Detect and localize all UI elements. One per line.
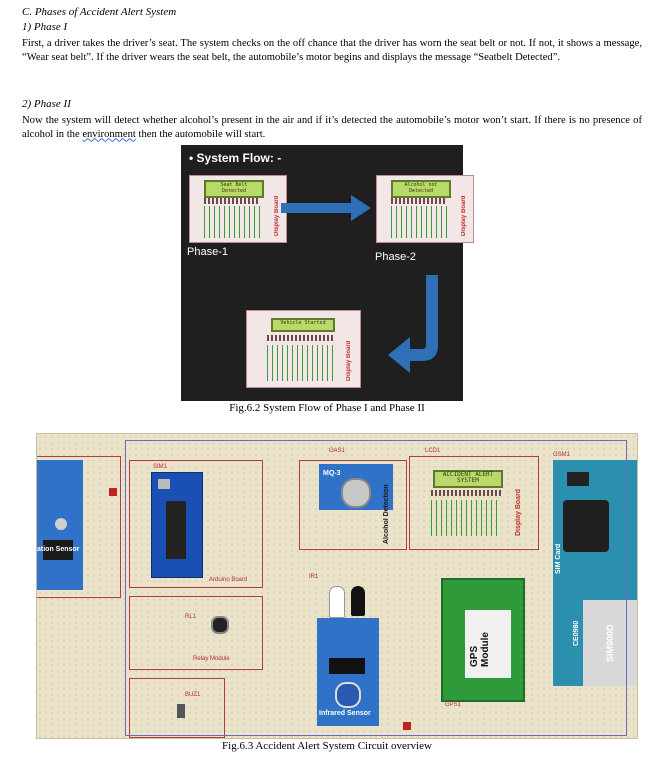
wires xyxy=(391,206,447,238)
arrow-right-shaft xyxy=(281,203,351,213)
phase3-lcd: Vehicle Started xyxy=(271,318,335,332)
display-board-label: Display Board xyxy=(274,195,280,236)
figure1-caption: Fig.6.2 System Flow of Phase I and Phase… xyxy=(229,402,425,414)
arduino-block xyxy=(129,460,263,588)
gsm-module-board xyxy=(553,460,637,686)
gps-module-board xyxy=(441,578,525,702)
buzzer-block xyxy=(129,678,225,738)
sim900-label: SIM900D xyxy=(605,624,615,662)
ir-sensor-board xyxy=(317,618,379,726)
ce-label: CE0980 xyxy=(573,620,580,646)
system-flow-figure: • System Flow: - Seat Belt Detected Disp… xyxy=(181,145,474,401)
lcd-pins xyxy=(391,198,447,204)
section-heading: C. Phases of Accident Alert System xyxy=(22,6,177,18)
relay-label: Relay Module xyxy=(193,656,230,662)
phase1-label: Phase-1 xyxy=(187,246,228,258)
display-board-label: Display Board xyxy=(346,340,352,381)
buzzer-ref: BUZ1 xyxy=(185,692,201,698)
circuit-figure: ation Sensor SIM1 Arduino Board GAS1 MQ-… xyxy=(36,433,638,739)
display-board-label: Display Board xyxy=(515,488,522,536)
gas-sensor-block xyxy=(299,460,407,550)
infrared-label: Infrared Sensor xyxy=(319,710,371,717)
lcd1-label: LCD1 xyxy=(425,448,441,454)
terminal-icon xyxy=(109,488,117,496)
gps1-label: GPS1 xyxy=(445,702,462,708)
motor-icon xyxy=(211,616,229,634)
lcd-pins xyxy=(267,335,333,341)
wires xyxy=(267,345,333,381)
lcd-block xyxy=(409,456,539,550)
phase1-paragraph: First, a driver takes the driver’s seat.… xyxy=(22,38,642,63)
spelling-underline: environment xyxy=(82,128,136,140)
gas-sensor-board: MQ-3 xyxy=(319,464,393,510)
buzzer-icon xyxy=(177,704,185,718)
ir1-label: IR1 xyxy=(309,574,319,580)
arrow-right-icon xyxy=(351,195,371,221)
lcd-pins xyxy=(204,198,260,204)
relay-block xyxy=(129,596,263,670)
phase1-lcd: Seat Belt Detected xyxy=(204,180,264,198)
vibration-sensor-label: ation Sensor xyxy=(37,546,80,553)
display-board-label: Display Board xyxy=(461,195,467,236)
system-flow-title: • System Flow: - xyxy=(189,151,282,165)
phase2-paragraph: Now the system will detect whether alcoh… xyxy=(22,115,642,140)
arduino-board xyxy=(151,472,203,578)
wires xyxy=(204,206,260,238)
vibration-sensor-board xyxy=(37,460,83,590)
figure2-caption: Fig.6.3 Accident Alert System Circuit ov… xyxy=(222,740,432,752)
circuit-lcd: ACCIDENT ALERT SYSTEM xyxy=(433,470,503,488)
arduino-label: Arduino Board xyxy=(209,577,248,583)
gas1-label: GAS1 xyxy=(329,448,346,454)
alcohol-detection-label: Alcohol Detection xyxy=(383,484,390,544)
phase2-label: Phase-2 xyxy=(375,251,416,263)
phase2-lcd: Alcohol not Detected xyxy=(391,180,451,198)
gps-label: GPS Module xyxy=(469,632,491,667)
sim-card-label: SIM Card xyxy=(555,543,562,574)
vibration-sensor-block xyxy=(37,456,121,598)
phase1-board: Seat Belt Detected Display Board xyxy=(189,175,287,243)
relay-ref: RL1 xyxy=(185,614,197,620)
terminal-icon xyxy=(403,722,411,730)
phase3-board: Vehicle Started Display Board xyxy=(246,310,361,388)
phase2-board: Alcohol not Detected Display Board xyxy=(376,175,474,243)
phase1-heading: 1) Phase I xyxy=(22,21,68,33)
arrow-curve-icon xyxy=(388,275,438,373)
gsm1-label: GSM1 xyxy=(553,452,571,458)
sim1-label: SIM1 xyxy=(153,464,168,470)
phase2-heading: 2) Phase II xyxy=(22,98,71,110)
